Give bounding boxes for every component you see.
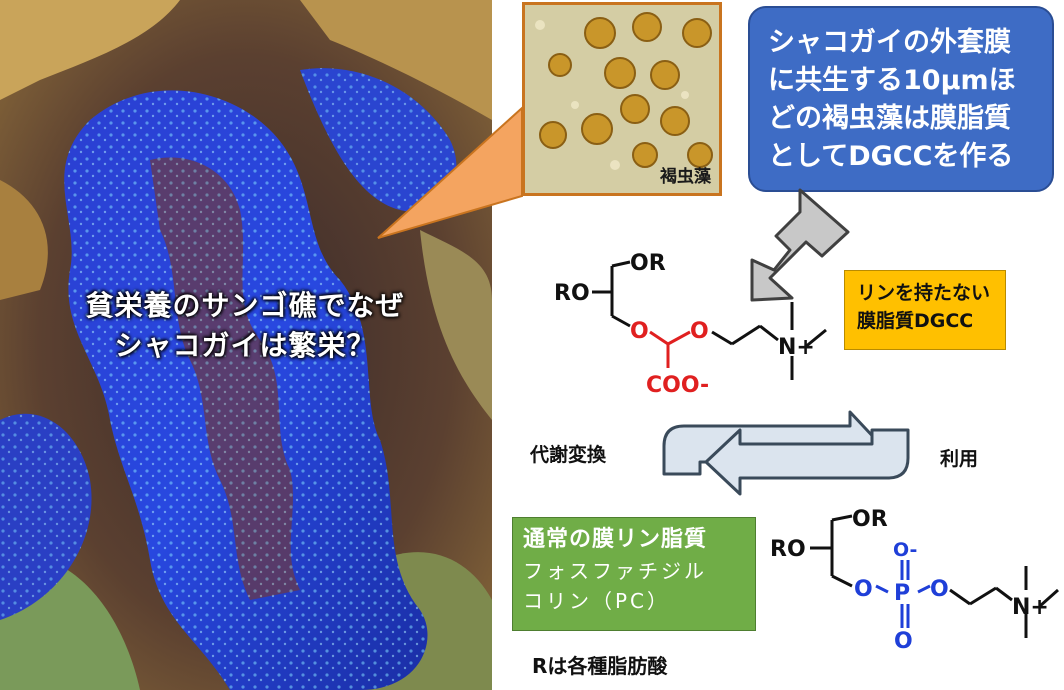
footnote: Rは各種脂肪酸 <box>532 654 668 678</box>
pc-note-line-2: フォスファチジル <box>523 559 707 583</box>
pc-o-left: O <box>854 577 873 602</box>
pc-note: 通常の膜リン脂質 フォスファチジル コリン（PC） <box>512 517 756 631</box>
utilization-label: 利用 <box>940 448 979 470</box>
pc-o-minus: O- <box>893 539 917 561</box>
callout-line-1: シャコガイの外套膜 <box>768 27 1011 58</box>
algae-cells-illustration <box>525 5 719 193</box>
zooxanthellae-micrograph: 褐虫藻 <box>522 2 722 196</box>
pc-o-bottom: O <box>894 629 913 654</box>
down-arrow <box>750 188 850 302</box>
dgcc-nplus: N+ <box>778 335 815 360</box>
pc-phosphorus: P <box>894 581 910 606</box>
pc-note-line-1: 通常の膜リン脂質 <box>523 527 708 552</box>
dgcc-choline-bonds <box>711 302 827 380</box>
dgcc-note-line-1: リンを持たない <box>857 282 991 304</box>
caption-line-1: 貧栄養のサンゴ礁でなぜ <box>85 289 405 322</box>
giant-clam-photo: 貧栄養のサンゴ礁でなぜ シャコガイは繁栄？ <box>0 0 492 690</box>
pc-bonds <box>810 514 853 588</box>
pc-ro-left: RO <box>770 537 806 562</box>
pc-phosphate-bonds <box>875 560 931 628</box>
photo-caption: 貧栄養のサンゴ礁でなぜ シャコガイは繁栄？ <box>30 286 460 366</box>
callout-line-4: としてDGCCを作る <box>768 141 1014 172</box>
dgcc-ro-left: RO <box>554 281 590 306</box>
metabolic-conversion-label: 代謝変換 <box>530 444 607 466</box>
cycle-arrow-right <box>662 410 882 478</box>
pc-o-right: O <box>930 577 949 602</box>
dgcc-note-line-2: 膜脂質DGCC <box>857 310 974 332</box>
pc-note-line-3: コリン（PC） <box>523 589 671 613</box>
dgcc-or-top: OR <box>630 251 666 276</box>
micrograph-label: 褐虫藻 <box>660 167 711 187</box>
explanation-callout: シャコガイの外套膜 に共生する10μmほ どの褐虫藻は膜脂質 としてDGCCを作… <box>748 6 1054 192</box>
dgcc-coo: COO- <box>646 373 709 398</box>
pc-or-top: OR <box>852 507 888 532</box>
callout-line-3: どの褐虫藻は膜脂質 <box>768 103 1011 134</box>
dgcc-note: リンを持たない 膜脂質DGCC <box>844 270 1006 350</box>
caption-line-2: シャコガイは繁栄？ <box>114 329 376 362</box>
pc-choline-bonds <box>949 566 1059 638</box>
dgcc-o2: O <box>690 319 709 344</box>
callout-line-2: に共生する10μmほ <box>768 65 1016 96</box>
cycle-arrow-left <box>704 428 910 496</box>
cycle-arrows <box>662 410 910 496</box>
dgcc-carboxyl-bonds <box>649 330 691 368</box>
dgcc-o1: O <box>630 319 649 344</box>
pc-nplus: N+ <box>1012 595 1049 620</box>
dgcc-bonds <box>592 260 631 328</box>
